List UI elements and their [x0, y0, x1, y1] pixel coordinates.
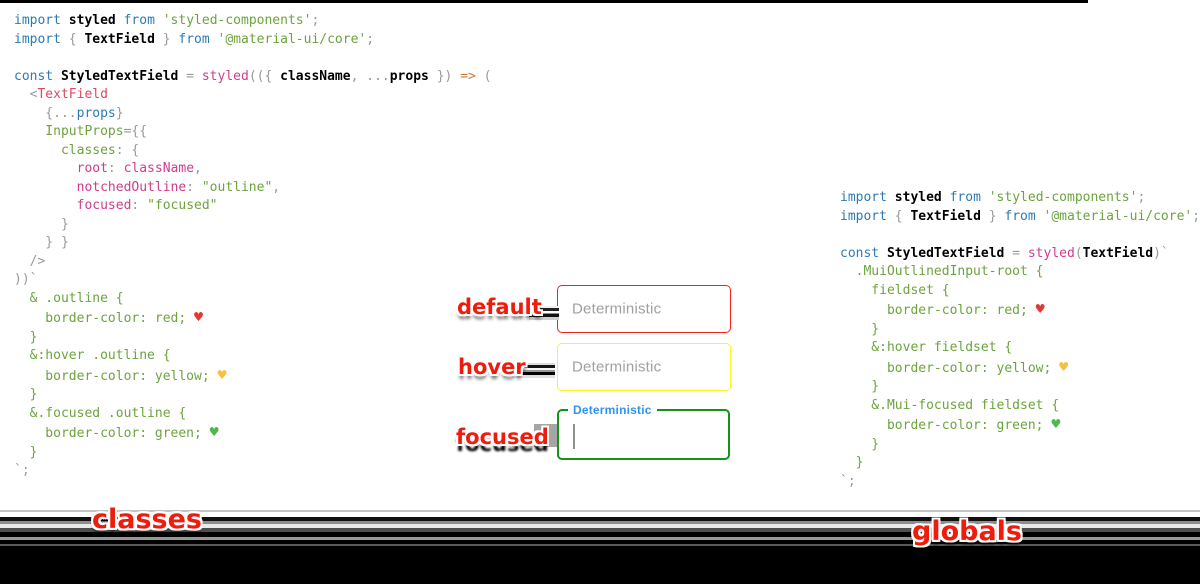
code-line: } — [14, 216, 69, 232]
code-line: border-color: red; ♥ — [14, 308, 204, 326]
code-line: } — [840, 321, 880, 337]
code-line: } — [840, 379, 880, 394]
textfield-focused[interactable]: Deterministic — [557, 403, 730, 460]
code-line: import styled from 'styled-components'; — [14, 13, 320, 28]
focused-connector-box — [534, 424, 557, 447]
code-line: import { TextField } from '@material-ui/… — [840, 208, 1200, 224]
code-line: &:hover .outline { — [14, 348, 171, 363]
code-line: focused: "focused" — [14, 198, 218, 213]
code-line: root: className, — [14, 161, 202, 176]
textfield-focused-floating-label: Deterministic — [568, 403, 657, 417]
bottom-shadow-band — [0, 498, 1200, 584]
code-line: <TextField — [14, 87, 108, 102]
code-line: } — [14, 387, 38, 402]
code-line: `; — [840, 473, 856, 489]
code-line: const StyledTextField = styled(TextField… — [840, 245, 1169, 261]
code-line — [840, 226, 1200, 245]
code-line: } — [840, 455, 864, 470]
default-state-label: default — [457, 295, 542, 319]
textfield-default[interactable]: Deterministic — [557, 285, 731, 333]
textfield-hover-placeholder: Deterministic — [572, 358, 662, 376]
code-line: border-color: red; ♥ — [840, 300, 1045, 318]
code-line: ))` — [14, 272, 38, 287]
default-connector-line — [529, 306, 559, 320]
textfield-default-placeholder: Deterministic — [572, 300, 662, 318]
code-line: {...props} — [14, 105, 124, 121]
code-line: & .outline { — [14, 290, 124, 306]
classes-caption: classes — [92, 504, 203, 535]
textfield-hover[interactable]: Deterministic — [557, 343, 731, 391]
code-line: `; — [14, 463, 30, 478]
classes-code-block: import styled from 'styled-components'; i… — [14, 12, 492, 481]
code-line: &.focused .outline { — [14, 405, 187, 421]
code-line: border-color: green; ♥ — [840, 415, 1061, 433]
code-line: notchedOutline: "outline", — [14, 179, 281, 195]
code-line: border-color: yellow; ♥ — [14, 365, 227, 384]
code-line: &.Mui-focused fieldset { — [840, 397, 1060, 413]
globals-code-block: import styled from 'styled-components'; i… — [840, 189, 1200, 491]
code-line: } — [14, 444, 38, 460]
code-line: } — [840, 436, 880, 452]
code-line: border-color: green; ♥ — [14, 423, 219, 441]
hover-connector-line — [512, 363, 555, 378]
code-line: const StyledTextField = styled(({ classN… — [14, 68, 492, 84]
focused-state-label: focused — [456, 425, 549, 449]
hover-state-label: hover — [458, 355, 526, 379]
text-cursor — [573, 424, 575, 449]
code-line: } — [14, 329, 38, 345]
code-line: import { TextField } from '@material-ui/… — [14, 31, 375, 47]
code-line: InputProps={{ — [14, 124, 148, 139]
code-line: fieldset { — [840, 282, 950, 298]
globals-caption: globals — [912, 516, 1023, 547]
top-black-strip — [0, 0, 1088, 3]
code-line: .MuiOutlinedInput-root { — [840, 264, 1044, 279]
code-line: classes: { — [14, 142, 140, 158]
code-line: import styled from 'styled-components'; — [840, 190, 1146, 205]
code-line — [14, 49, 492, 68]
code-line: /> — [14, 253, 46, 269]
code-line: } } — [14, 235, 69, 250]
code-line: border-color: yellow; ♥ — [840, 357, 1069, 376]
code-line: &:hover fieldset { — [840, 340, 1013, 355]
